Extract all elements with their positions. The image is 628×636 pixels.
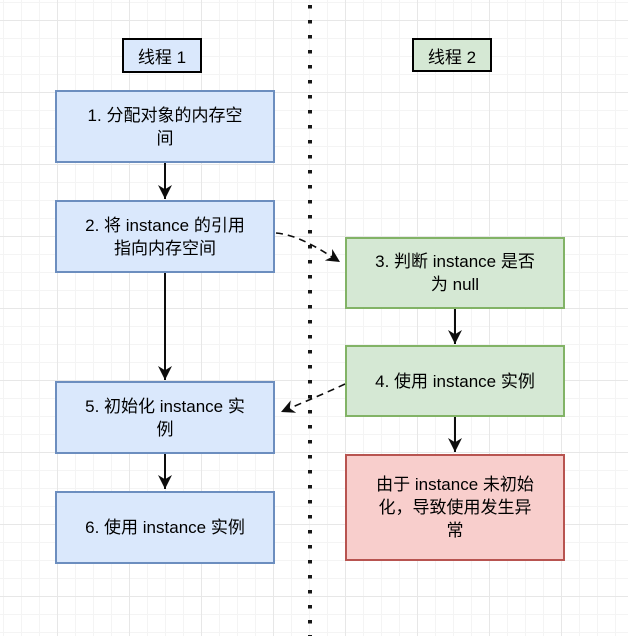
node-step1-allocate-memory: 1. 分配对象的内存空 间 bbox=[55, 90, 275, 163]
node-step3-text: 3. 判断 instance 是否 为 null bbox=[375, 252, 535, 294]
node-step5-text: 5. 初始化 instance 实 例 bbox=[85, 396, 245, 439]
arrow-dashed-step4-to-step5 bbox=[280, 383, 346, 413]
thread2-label: 线程 2 bbox=[412, 38, 492, 72]
thread2-label-text: 线程 2 bbox=[427, 47, 477, 67]
node-step2-text: 2. 将 instance 的引用 指向内存空间 bbox=[85, 215, 245, 258]
node-error-text: 由于 instance 未初始 化，导致使用发生异 常 bbox=[376, 475, 534, 540]
node-step1-text: 1. 分配对象的内存空 间 bbox=[87, 105, 243, 148]
node-step6-text: 6. 使用 instance 实例 bbox=[85, 518, 245, 537]
thread1-label: 线程 1 bbox=[122, 38, 202, 73]
node-step4-text: 4. 使用 instance 实例 bbox=[375, 371, 535, 391]
node-step3-check-null: 3. 判断 instance 是否 为 null bbox=[345, 237, 565, 309]
node-step6-use-instance: 6. 使用 instance 实例 bbox=[55, 491, 275, 564]
node-step4-use-instance: 4. 使用 instance 实例 bbox=[345, 345, 565, 417]
thread1-label-text: 线程 1 bbox=[137, 48, 187, 67]
node-error-uninitialized-exception: 由于 instance 未初始 化，导致使用发生异 常 bbox=[345, 454, 565, 561]
node-step5-initialize-instance: 5. 初始化 instance 实 例 bbox=[55, 381, 275, 454]
thread-divider-dotted-line bbox=[308, 5, 312, 636]
node-step2-point-reference: 2. 将 instance 的引用 指向内存空间 bbox=[55, 200, 275, 273]
